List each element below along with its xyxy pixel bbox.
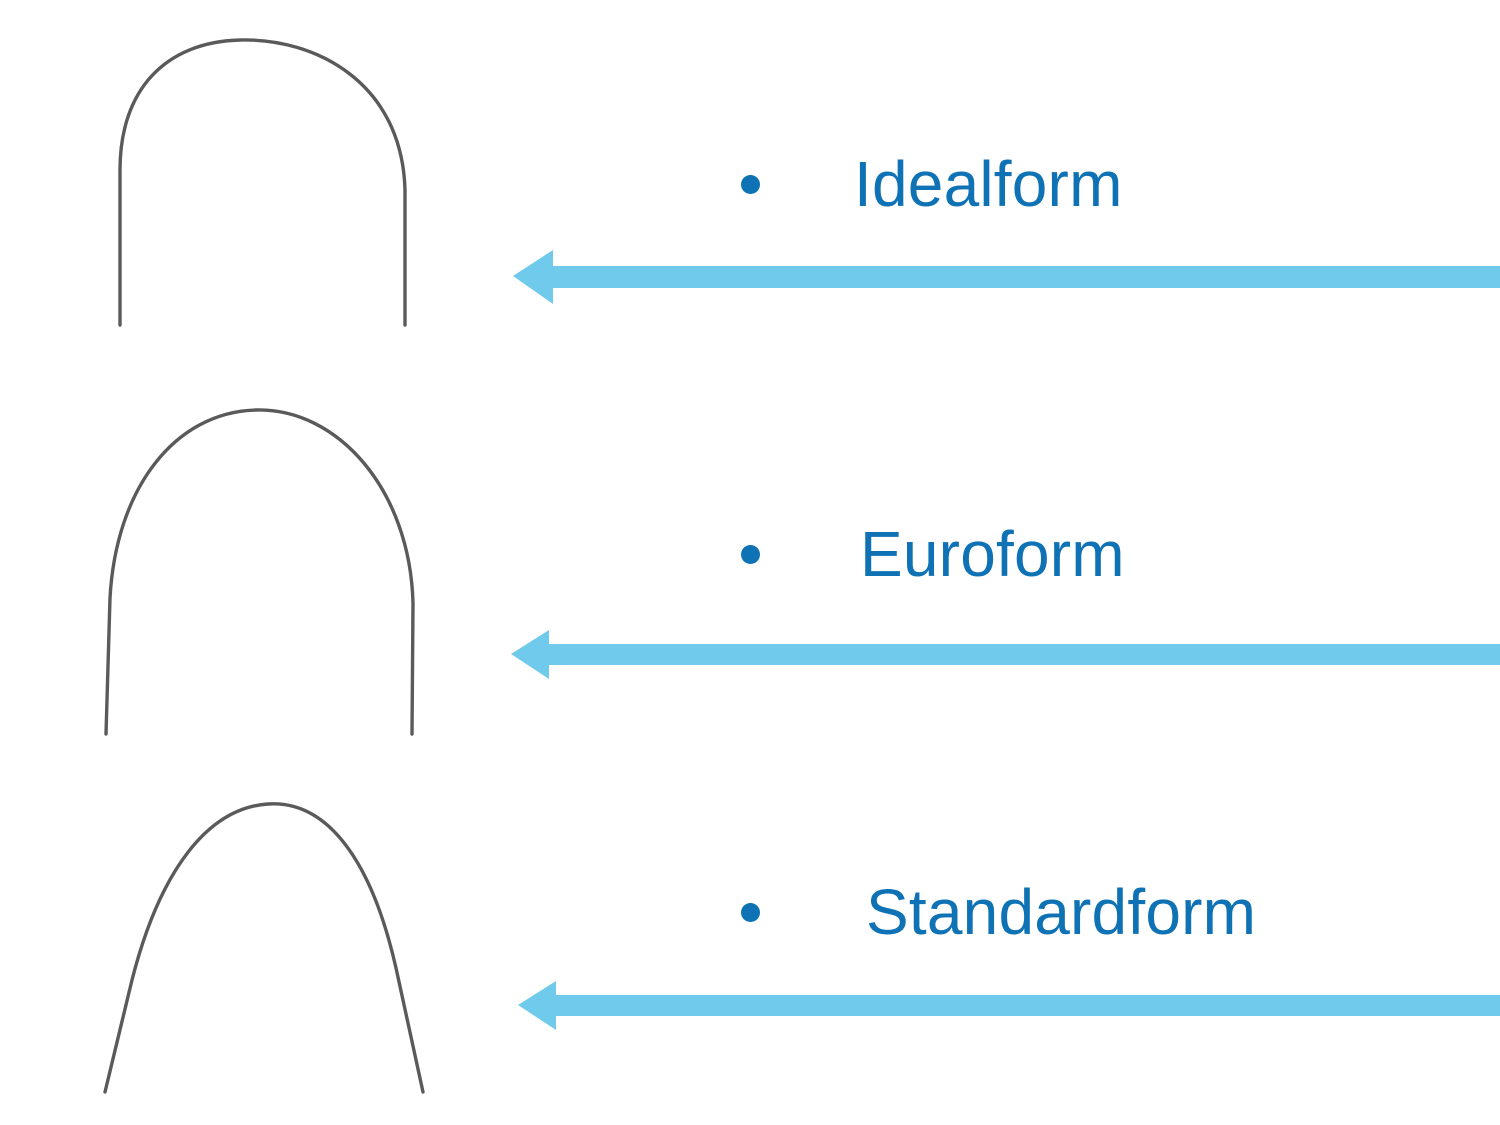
arrow-left-standardform bbox=[512, 978, 1500, 1034]
bullet-row-euroform: Euroform bbox=[741, 522, 1125, 586]
archwire-standardform bbox=[80, 790, 450, 1110]
arrow-left-idealform bbox=[505, 246, 1500, 306]
bullet-icon bbox=[741, 544, 760, 564]
bullet-icon bbox=[741, 174, 760, 194]
bullet-icon bbox=[741, 902, 760, 922]
label-standardform: Standardform bbox=[866, 876, 1257, 948]
label-idealform: Idealform bbox=[854, 148, 1123, 220]
bullet-row-standardform: Standardform bbox=[741, 880, 1256, 944]
archwire-idealform bbox=[90, 20, 450, 340]
bullet-row-idealform: Idealform bbox=[741, 152, 1123, 216]
label-euroform: Euroform bbox=[860, 518, 1125, 590]
arrow-left-euroform bbox=[505, 626, 1500, 682]
archwire-euroform bbox=[80, 398, 450, 748]
